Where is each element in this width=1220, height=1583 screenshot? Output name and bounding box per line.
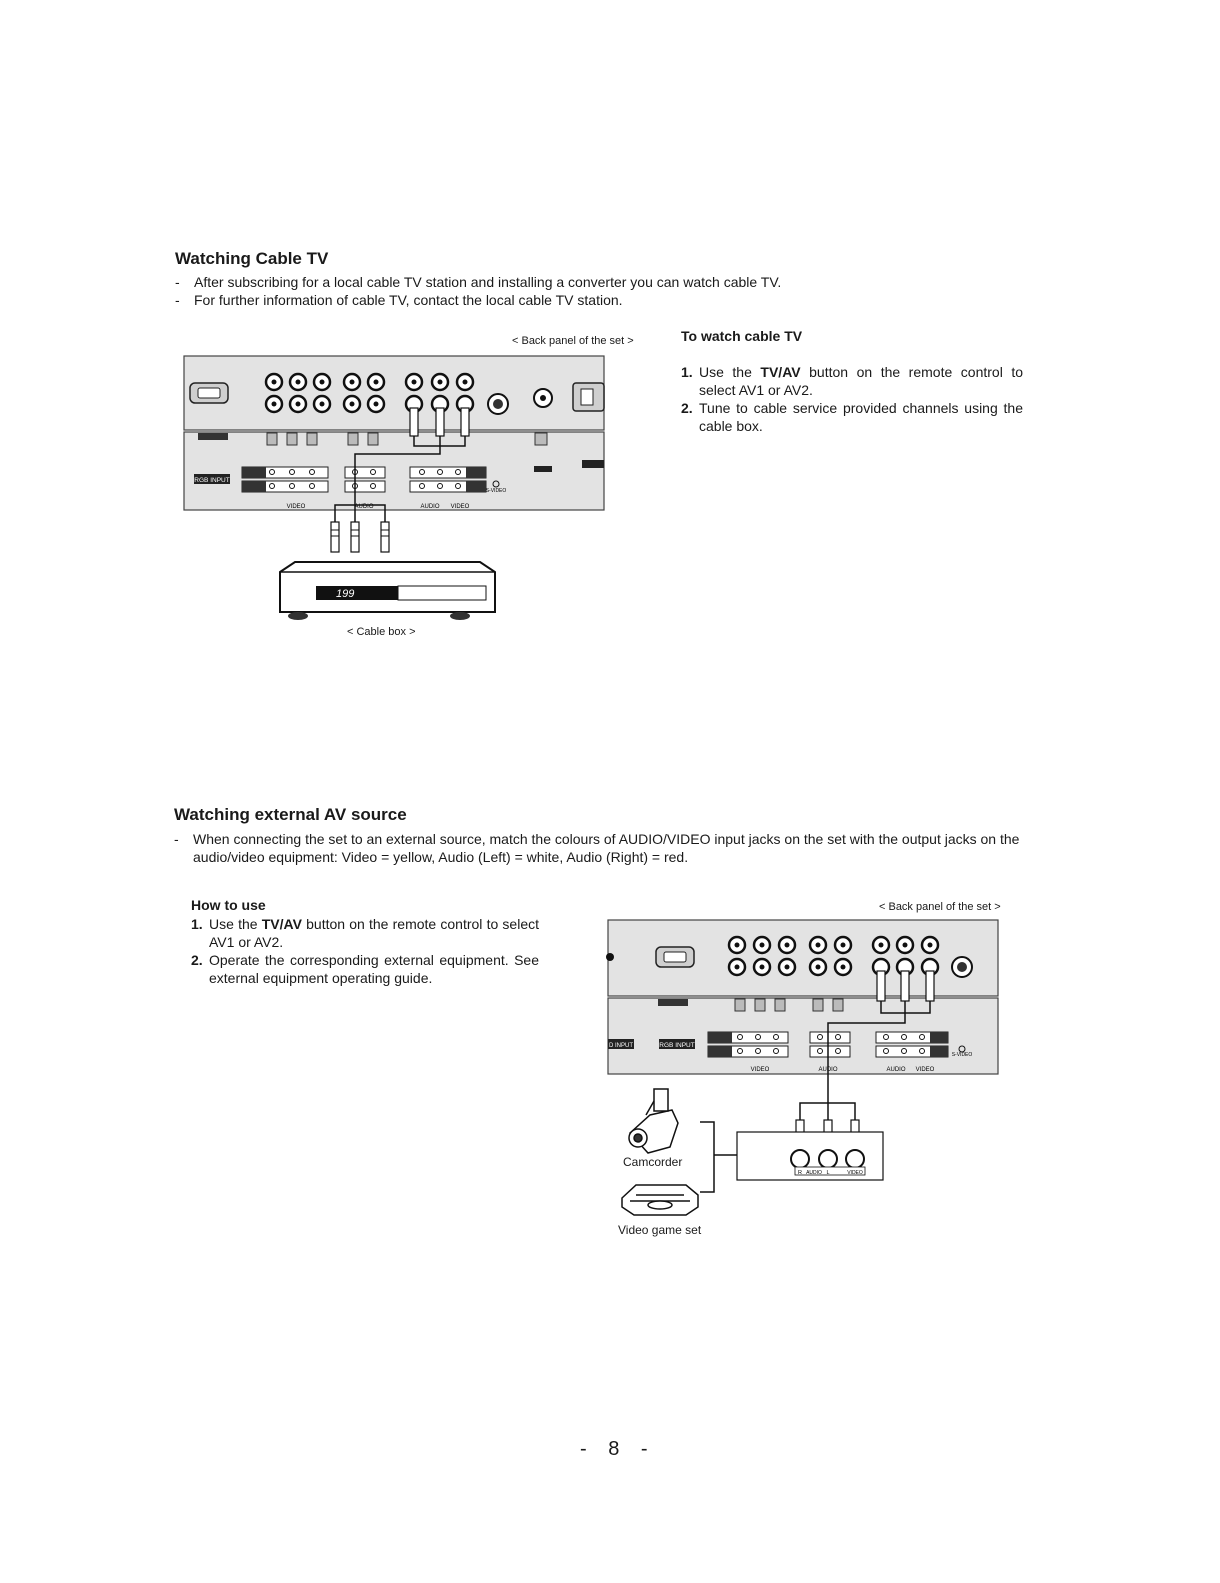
camcorder-label: Camcorder xyxy=(623,1155,683,1169)
external-heading: Watching external AV source xyxy=(174,805,407,824)
cable-step-1: 1. Use the TV/AV button on the remote co… xyxy=(681,364,1023,398)
panel-video-label: VIDEO xyxy=(287,504,306,510)
external-back-panel-caption: < Back panel of the set > xyxy=(879,901,1001,913)
video-game-set-icon xyxy=(621,1184,699,1216)
page-number: - 8 - xyxy=(580,1438,656,1460)
back-panel-upper xyxy=(183,355,605,431)
panel-rgb-input-label: RGB INPUT xyxy=(659,1042,694,1049)
panel-video-label-2: VIDEO xyxy=(451,504,470,510)
cable-heading: Watching Cable TV xyxy=(175,249,329,268)
output-jack-icon xyxy=(790,1149,865,1169)
cable-box-caption: < Cable box > xyxy=(347,626,416,638)
cable-box-icon xyxy=(279,561,496,620)
external-bullet: - When connecting the set to an external… xyxy=(174,831,1020,865)
cable-line xyxy=(354,446,441,505)
cable-bullet-1: -After subscribing for a local cable TV … xyxy=(175,274,782,290)
camcorder-icon xyxy=(628,1088,679,1154)
panel-s-video-label: S-VIDEO xyxy=(952,1052,973,1058)
panel-video-label-2: VIDEO xyxy=(916,1067,935,1073)
panel-audio-label-2: AUDIO xyxy=(420,504,439,510)
panel-rgb-input-cut-label: D INPUT xyxy=(609,1043,633,1049)
how-to-use-title: How to use xyxy=(191,897,266,913)
cable-line xyxy=(827,1013,906,1103)
jack-label-audio: AUDIO xyxy=(806,1170,822,1176)
rca-plug-icon xyxy=(876,970,935,1002)
cable-step-2: 2. Tune to cable service provided channe… xyxy=(681,400,1023,434)
panel-s-video-label: S-VIDEO xyxy=(486,488,507,494)
jack-label-r: R xyxy=(798,1170,802,1176)
cable-connection-diagram: RGB INPUT VIDEO AUDIO AUDIO VIDEO S-VIDE… xyxy=(183,355,605,620)
external-step-2: 2. Operate the corresponding external eq… xyxy=(191,952,539,986)
panel-audio-label-2: AUDIO xyxy=(886,1067,905,1073)
rca-plug-icon xyxy=(330,521,390,553)
cable-box-display: 199 xyxy=(336,588,354,600)
video-game-set-label: Video game set xyxy=(618,1223,702,1237)
cable-back-panel-caption: < Back panel of the set > xyxy=(512,335,634,347)
panel-audio-label: AUDIO xyxy=(354,504,373,510)
external-step-1: 1. Use the TV/AV button on the remote co… xyxy=(191,916,540,950)
panel-rgb-input-label: RGB INPUT xyxy=(194,477,229,484)
jack-label-l: L xyxy=(826,1170,829,1176)
jack-label-video: VIDEO xyxy=(847,1170,863,1176)
cable-instructions-title: To watch cable TV xyxy=(681,328,803,344)
cable-bullet-2: -For further information of cable TV, co… xyxy=(175,292,623,308)
external-connection-diagram: D INPUT RGB INPUT S-VIDEO VIDEO AUDIO AU… xyxy=(606,919,999,1216)
panel-video-label: VIDEO xyxy=(751,1067,770,1073)
